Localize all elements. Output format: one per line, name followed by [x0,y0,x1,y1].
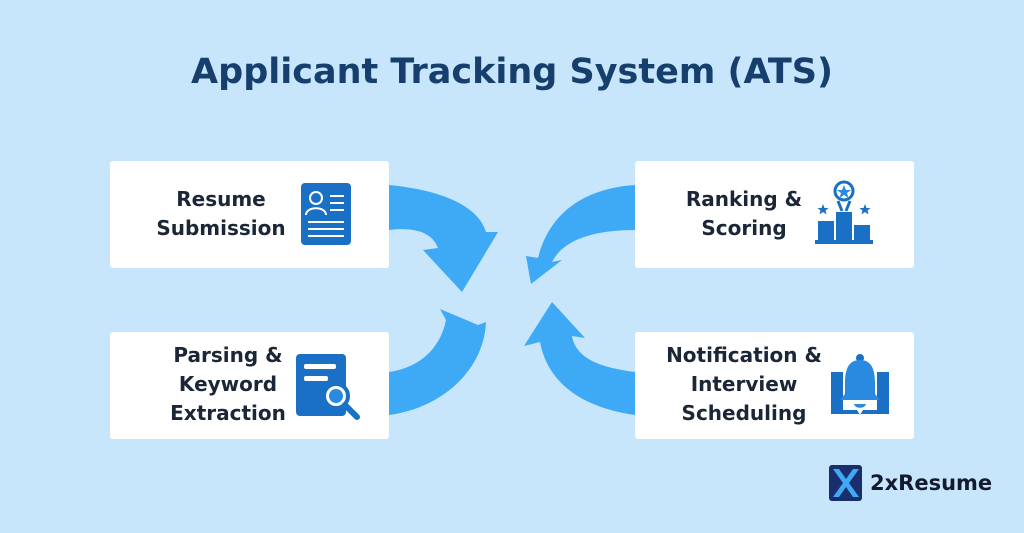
arrow-resume-to-parsing [389,185,498,292]
resume-document-icon [301,183,351,245]
brand-logo: 2xResume [829,465,992,501]
ranking-podium-icon [815,180,873,244]
step-label-notification: Notification & Interview Scheduling [666,343,822,425]
step-label-resume-submission: Resume Submission [156,187,286,240]
diagram-title: Applicant Tracking System (ATS) [191,52,833,92]
document-search-icon [296,354,360,420]
step-parsing-keyword-extraction: Parsing & Keyword Extraction [110,332,389,439]
step-label-ranking: Ranking & Scoring [685,187,803,240]
arrow-ranking-from-center [526,185,635,284]
step-label-parsing: Parsing & Keyword Extraction [170,343,286,425]
step-notification-interview-scheduling: Notification & Interview Scheduling [635,332,914,439]
brand-name: 2xResume [870,471,993,495]
arrow-notification-to-center [524,302,635,415]
brand-logo-icon [829,465,862,501]
notification-bell-icon [831,354,889,415]
step-ranking-scoring: Ranking & Scoring [635,161,914,268]
arrow-parsing-to-ranking [389,309,486,415]
step-resume-submission: Resume Submission [110,161,389,268]
